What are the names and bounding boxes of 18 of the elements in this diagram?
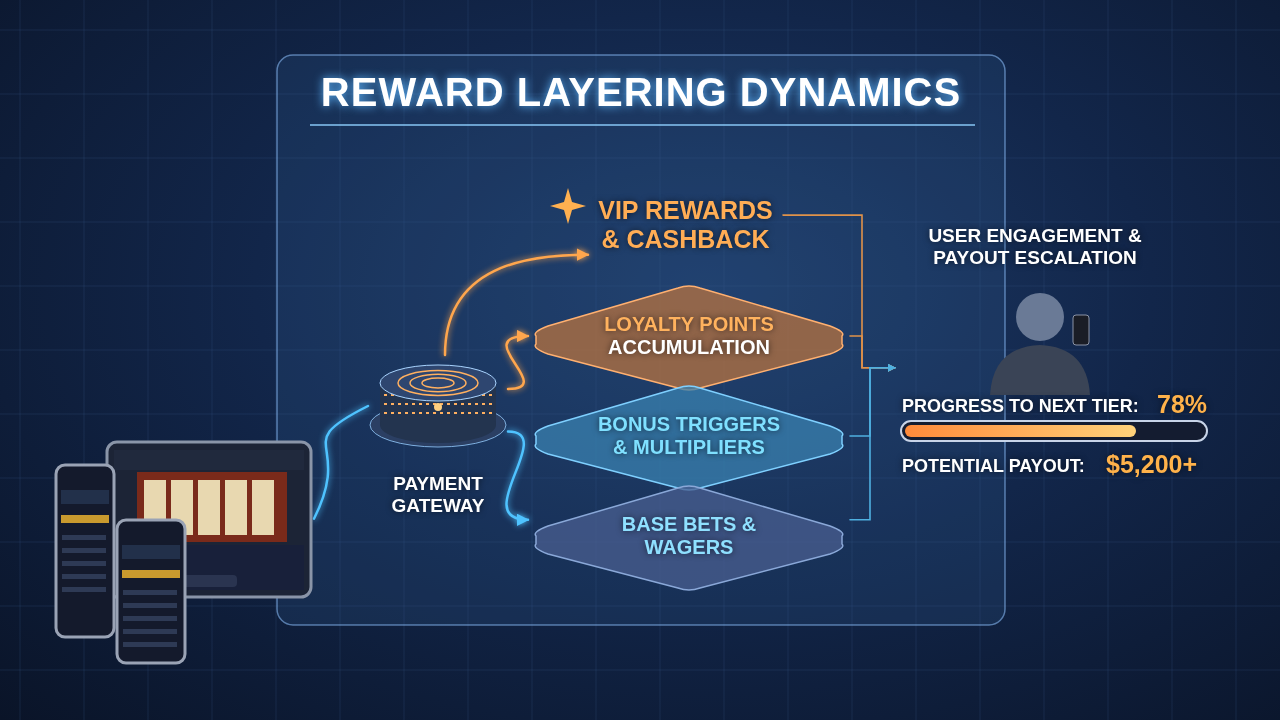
progress-value: 78% [1157,390,1208,419]
section-heading: USER ENGAGEMENT & PAYOUT ESCALATION [927,225,1143,269]
node-label: LOYALTY POINTS [603,313,775,336]
arrow [505,330,530,391]
progress-label: PROGRESS TO NEXT TIER: [902,396,1139,417]
payout-value: $5,200+ [1106,450,1198,479]
node-label: ACCUMULATION [607,336,771,359]
node-label: BASE BETS & WAGERS [620,513,758,559]
connector-line [312,404,370,520]
node-label: VIP REWARDS & CASHBACK [597,196,774,254]
node-label: BONUS TRIGGERS & MULTIPLIERS [596,413,782,459]
arrow [505,430,530,525]
diagram-title: REWARD LAYERING DYNAMICS [319,70,963,115]
node-label: PAYMENT GATEWAY [390,473,486,517]
devices-drawing [52,440,314,665]
arrow [849,363,896,521]
arrow [443,248,590,357]
payout-label: POTENTIAL PAYOUT: [902,456,1085,477]
